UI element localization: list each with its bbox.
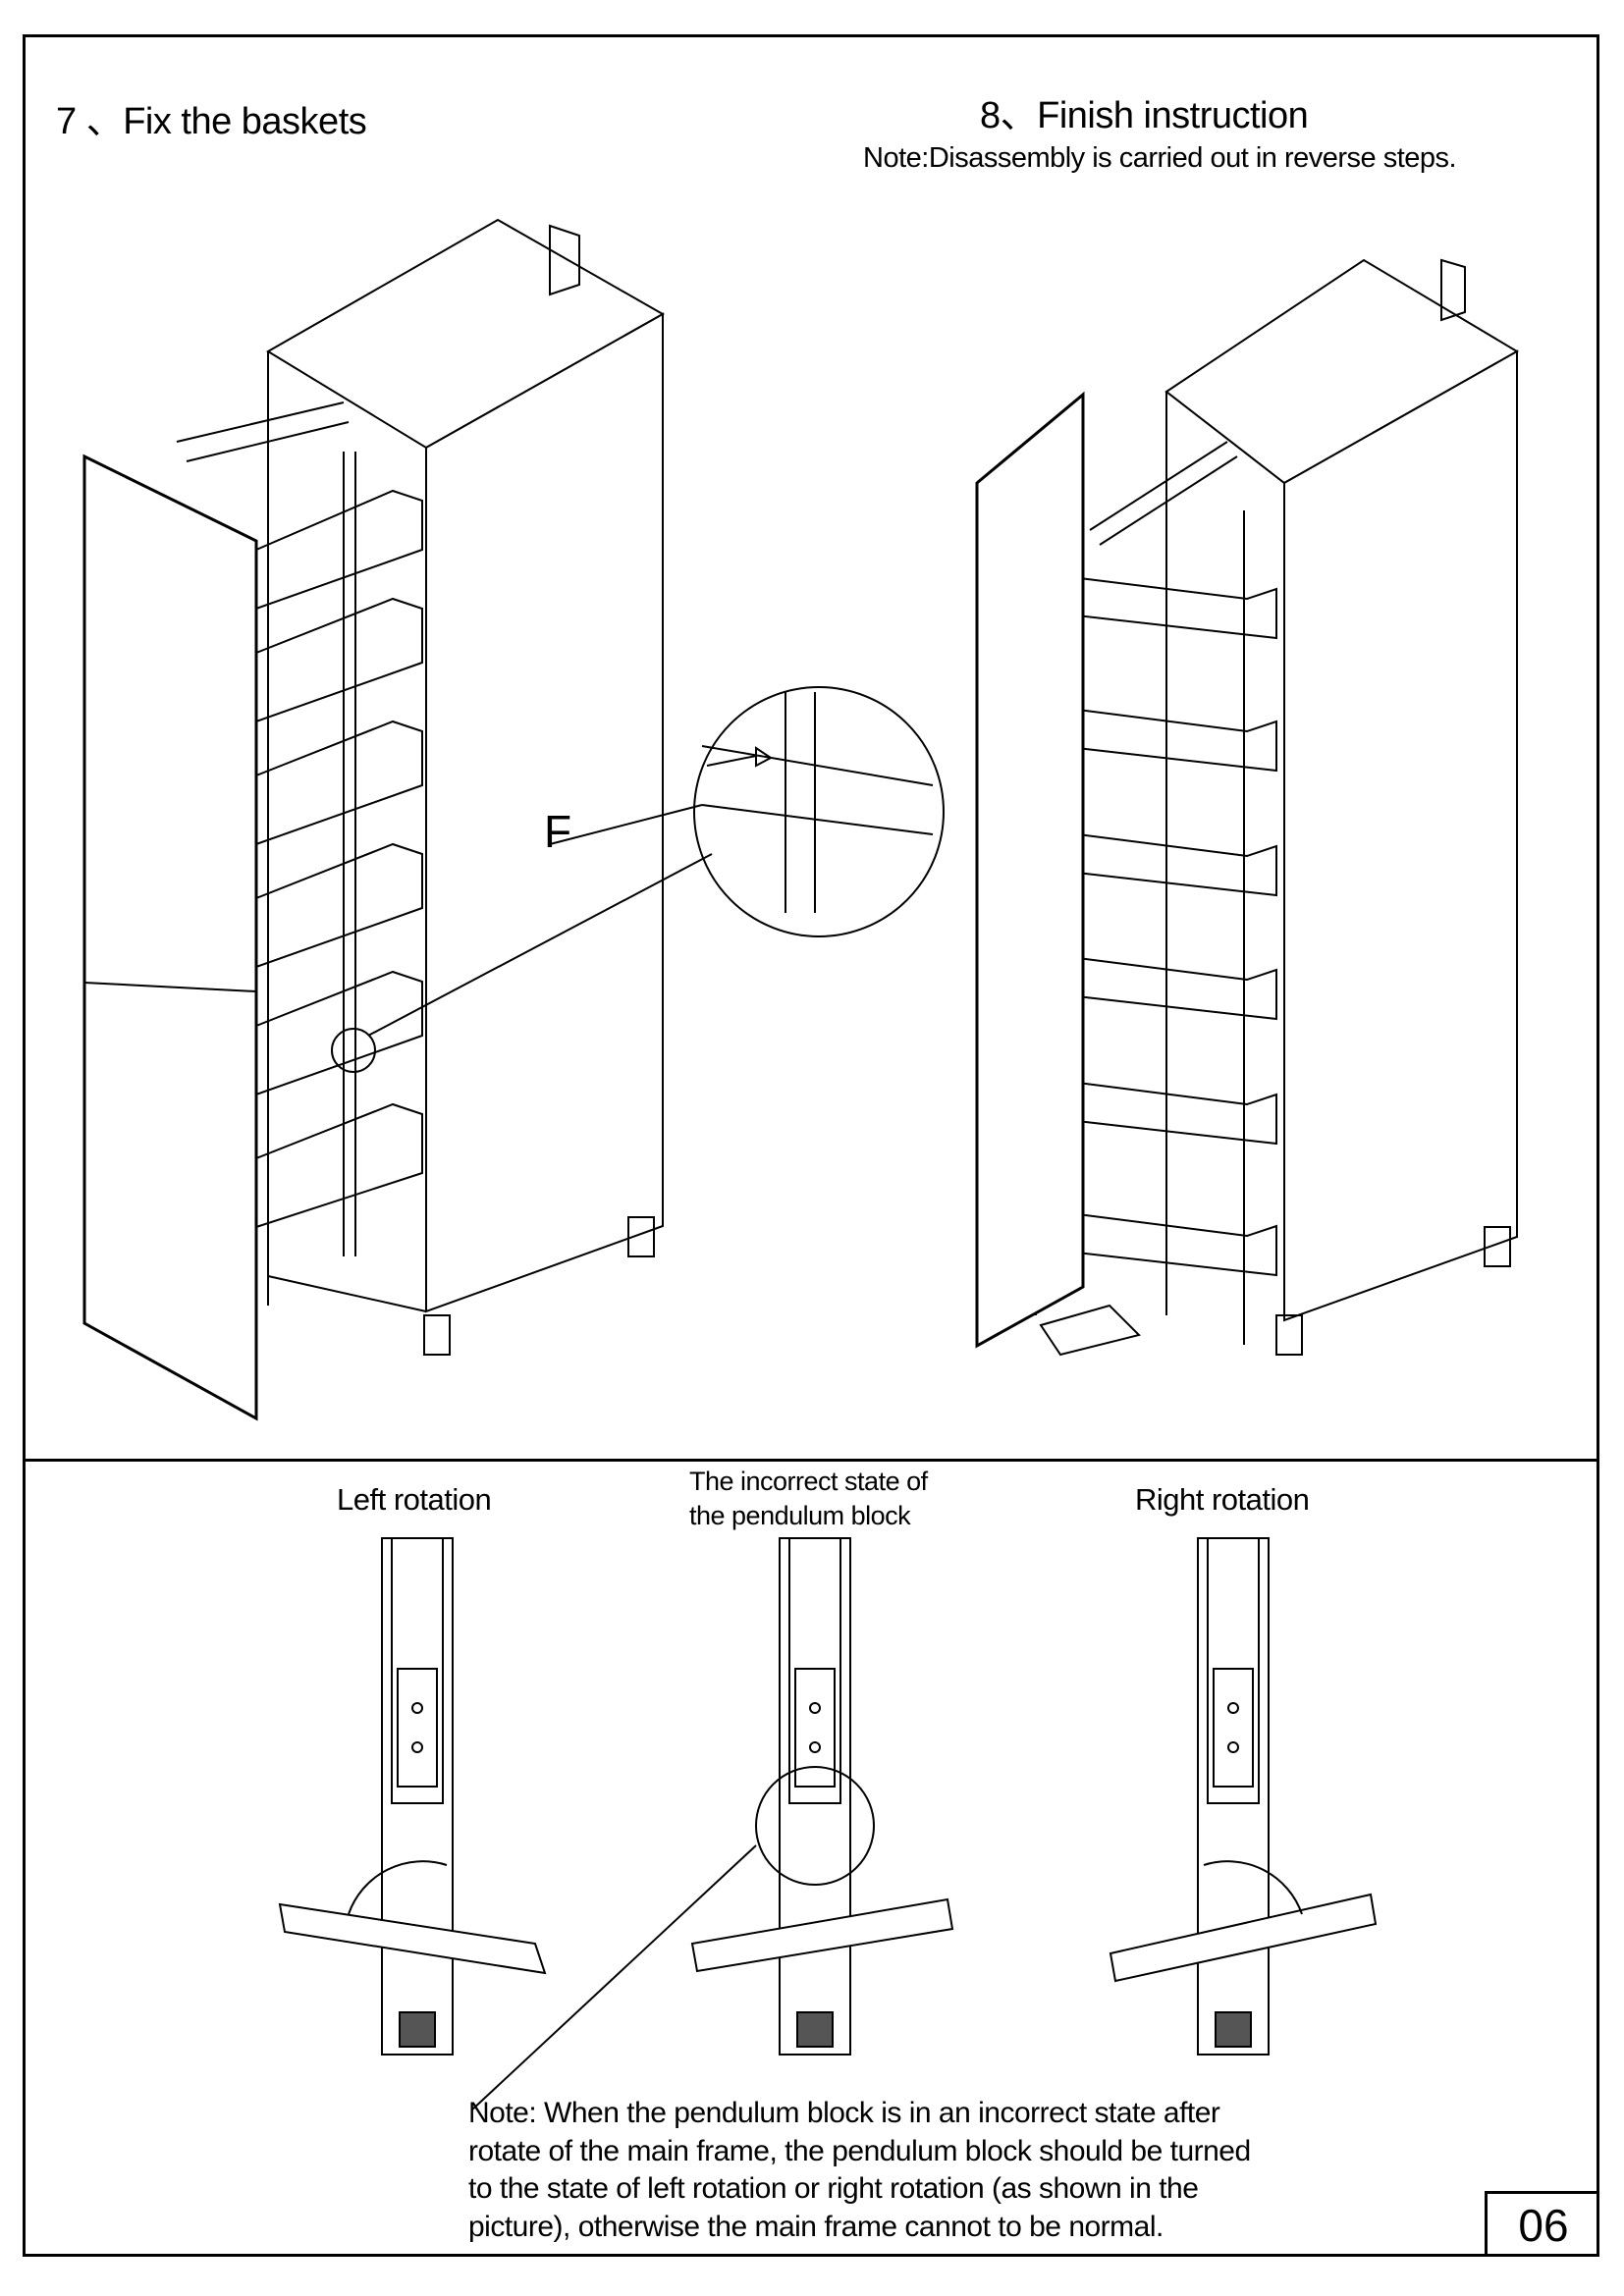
step8-note: Note:Disassembly is carried out in rever…	[863, 142, 1457, 174]
right-rotation-frame	[1109, 1537, 1378, 2056]
page-number: 06	[1485, 2191, 1599, 2257]
cabinet-step7-illustration	[82, 218, 945, 1421]
step8-title: 8、Finish instruction	[980, 95, 1309, 136]
left-rotation-label: Left rotation	[337, 1482, 492, 1517]
note-line: Note: When the pendulum block is in an i…	[468, 2097, 1220, 2129]
cabinet-step8-illustration	[975, 258, 1519, 1357]
callout-label-f: F	[544, 806, 571, 857]
section-divider	[23, 1459, 1599, 1462]
pendulum-note: Note: When the pendulum block is in an i…	[468, 2095, 1251, 2246]
note-line: to the state of left rotation or right r…	[468, 2172, 1199, 2205]
incorrect-state-label-line2: the pendulum block	[689, 1501, 911, 1530]
step7-title: 7 、Fix the baskets	[56, 101, 367, 142]
page-border	[23, 34, 1599, 2257]
note-line: rotate of the main frame, the pendulum b…	[468, 2134, 1251, 2167]
incorrect-state-frame	[470, 1537, 954, 2111]
left-rotation-frame	[278, 1537, 547, 2056]
note-line: picture), otherwise the main frame canno…	[468, 2210, 1164, 2243]
right-rotation-label: Right rotation	[1135, 1482, 1310, 1517]
incorrect-state-label-line1: The incorrect state of	[689, 1467, 928, 1496]
